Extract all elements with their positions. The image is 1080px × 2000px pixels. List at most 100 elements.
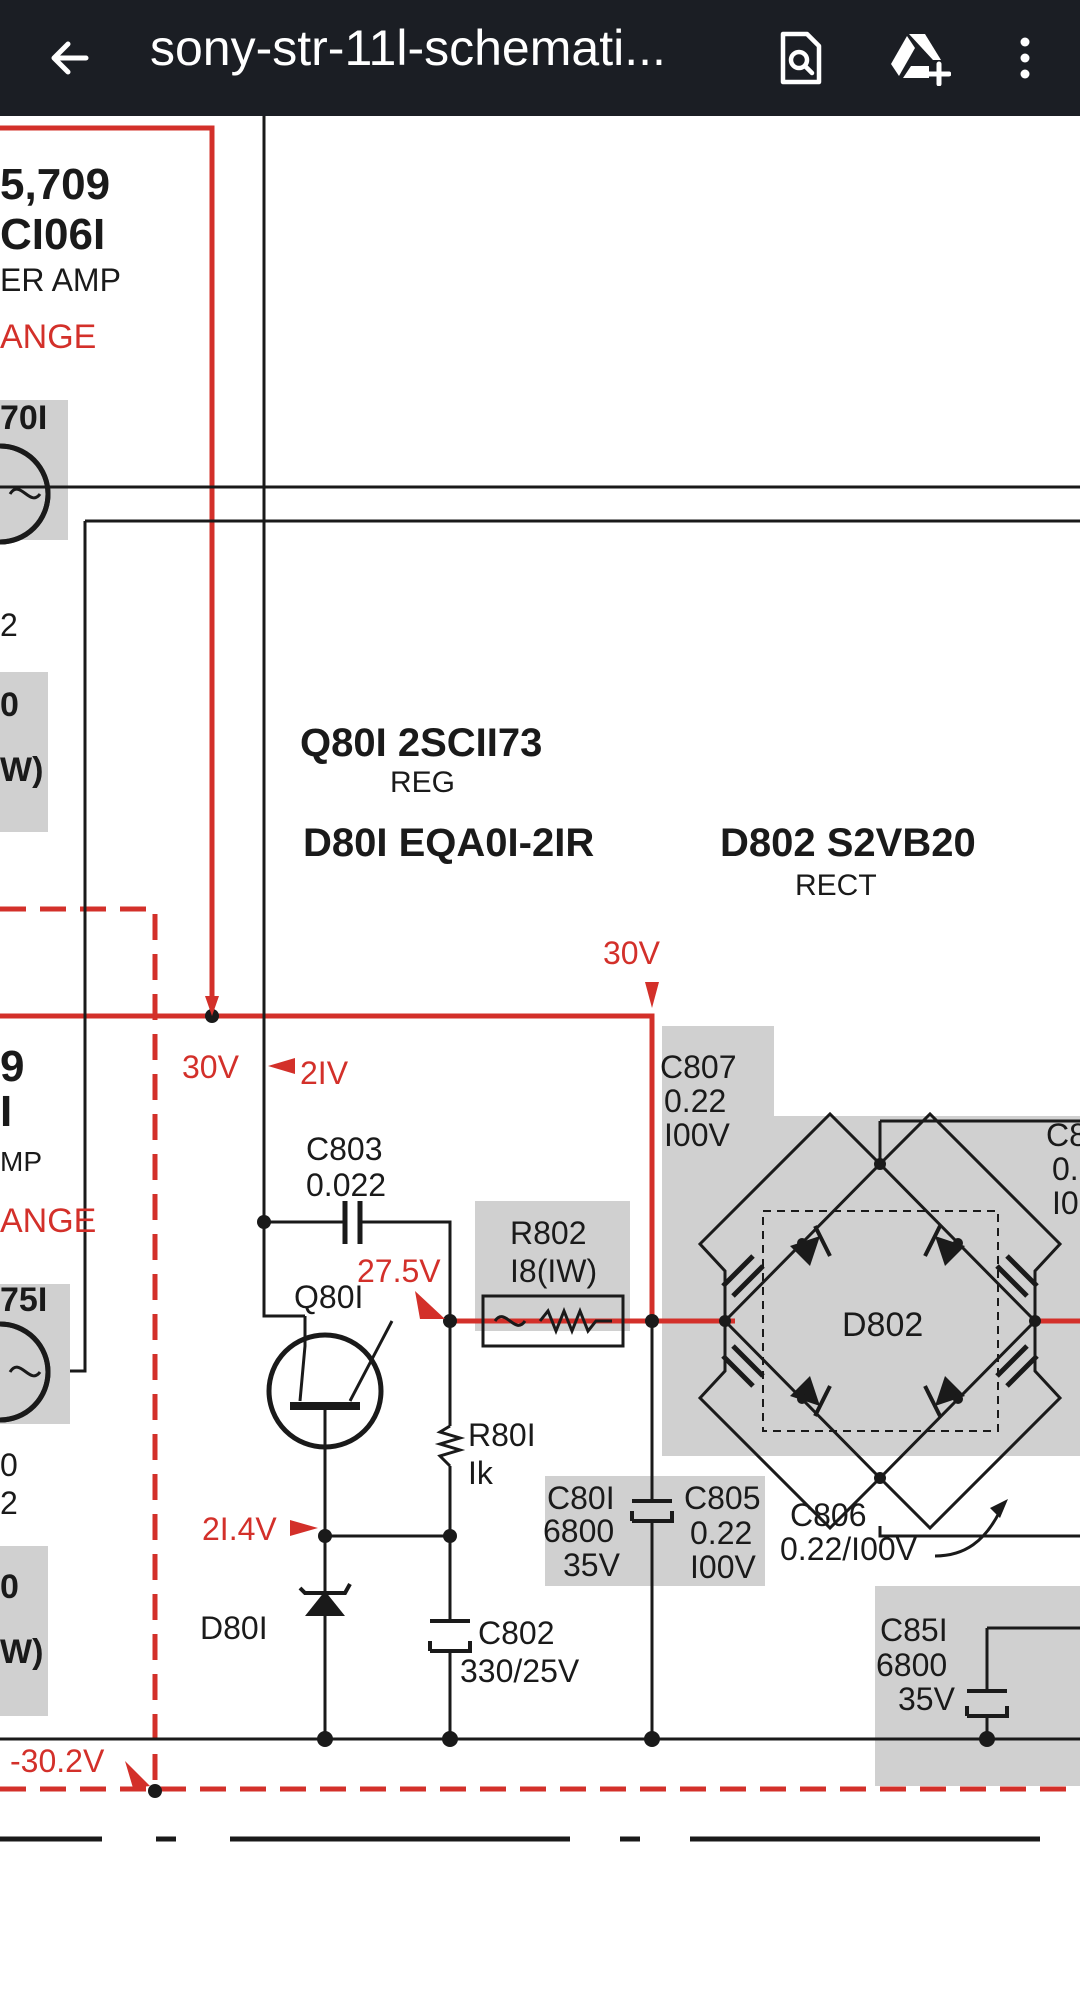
c805-label: C805 (684, 1480, 761, 1516)
junction (148, 1784, 162, 1798)
r801-value: Ik (468, 1455, 494, 1491)
c801-voltage: 35V (563, 1547, 621, 1583)
voltage-marker (290, 1520, 318, 1536)
voltage-marker (645, 982, 659, 1008)
left-label: 0 (0, 1447, 18, 1483)
c806-label: C806 (790, 1497, 867, 1533)
left-label: MP (0, 1146, 42, 1177)
c807-voltage: I00V (664, 1117, 730, 1153)
r801-label: R80I (468, 1417, 536, 1453)
voltage-marker (205, 996, 219, 1016)
r802-shade (475, 1201, 630, 1331)
left-label: 0 (0, 1568, 19, 1606)
c808-label-partial: C8 (1046, 1117, 1080, 1153)
junction (645, 1314, 659, 1328)
junction (443, 1529, 457, 1543)
voltage-marker (268, 1058, 295, 1074)
c805-value: 0.22 (690, 1515, 752, 1551)
d802-heading: D802 S2VB20 (720, 821, 976, 865)
c803-capacitor (342, 1201, 363, 1244)
add-to-drive-button[interactable] (880, 18, 960, 98)
document-viewer[interactable]: 5,709 CI06I ER AMP 70I 2 0 W) 9 I MP 75I… (0, 116, 1080, 2000)
voltage-marker (415, 1291, 445, 1319)
junction (644, 1731, 660, 1747)
document-title: sony-str-11l-schemati... (150, 20, 666, 76)
c803-wire (264, 1220, 452, 1321)
q801-heading: Q80I 2SCII73 (300, 721, 542, 765)
left-label-red: ANGE (0, 318, 96, 356)
c808-voltage-partial: I0 (1052, 1185, 1079, 1221)
shade-area (0, 1546, 48, 1716)
c806-value: 0.22/I00V (780, 1531, 918, 1567)
arrow-left-icon (51, 41, 89, 75)
shade-area (0, 400, 68, 540)
c807-value: 0.22 (664, 1083, 726, 1119)
d801-zener-diode (298, 1583, 352, 1616)
shade-area (0, 1284, 70, 1424)
c808-value-partial: 0. (1052, 1151, 1079, 1187)
c851-capacitor (965, 1689, 1009, 1718)
c801-shade (545, 1476, 765, 1586)
find-in-document-button[interactable] (760, 18, 840, 98)
junction (318, 1529, 332, 1543)
left-label: 9 (0, 1042, 24, 1091)
c802-value: 330/25V (460, 1653, 580, 1689)
c806-pointer-head (990, 1499, 1008, 1518)
red-wire (0, 125, 215, 1016)
voltage-label: -30.2V (10, 1743, 105, 1779)
d802-bridge-rectifier (697, 1111, 1063, 1531)
left-label: CI06I (0, 210, 105, 259)
partial-circle-1 (0, 443, 51, 545)
d801-heading: D80I EQA0I-2IR (303, 821, 594, 865)
left-label: W) (0, 751, 43, 789)
c803-value: 0.022 (306, 1167, 386, 1203)
left-label: 5,709 (0, 160, 110, 209)
schematic-page: 5,709 CI06I ER AMP 70I 2 0 W) 9 I MP 75I… (0, 116, 1080, 1842)
d802-subheading: RECT (795, 869, 877, 902)
c803-label: C803 (306, 1131, 383, 1167)
add-to-drive-icon (891, 34, 951, 86)
left-label: ER AMP (0, 262, 121, 298)
r802-resistor (481, 1294, 625, 1348)
red-dashed-wire (0, 906, 158, 1786)
left-label: 70I (0, 399, 47, 437)
junction (979, 1731, 995, 1747)
junction (442, 1731, 458, 1747)
wire (878, 1526, 1080, 1538)
left-label: W) (0, 1633, 43, 1671)
left-label: 2 (0, 607, 18, 643)
wire (70, 521, 87, 1373)
app-toolbar: sony-str-11l-schemati... (0, 0, 1080, 116)
d802-label: D802 (842, 1306, 923, 1344)
junction (317, 1731, 333, 1747)
left-label: 2 (0, 1485, 18, 1521)
c851-shade (875, 1586, 1080, 1786)
c801-capacitor (630, 1499, 674, 1523)
q801-subheading: REG (390, 766, 455, 799)
voltage-label: 30V (182, 1049, 240, 1085)
c851-voltage: 35V (898, 1681, 956, 1717)
d801-label: D80I (200, 1610, 268, 1646)
c802-label: C802 (478, 1615, 555, 1651)
c807-label: C807 (660, 1049, 737, 1085)
voltage-label: 30V (603, 935, 661, 971)
left-label-red: ANGE (0, 1202, 96, 1240)
voltage-label: 2I.4V (202, 1511, 277, 1547)
junction (257, 1215, 271, 1229)
wire (262, 116, 305, 1318)
more-options-icon (1020, 37, 1030, 79)
c851-label: C85I (880, 1612, 948, 1648)
q801-label: Q80I (294, 1279, 363, 1315)
r802-value: I8(IW) (510, 1253, 597, 1289)
left-label: 0 (0, 686, 19, 724)
junction (443, 1314, 457, 1328)
r801-resistor (434, 1424, 466, 1468)
c802-capacitor (428, 1619, 472, 1653)
c805-voltage: I00V (690, 1549, 756, 1585)
r802-label: R802 (510, 1215, 587, 1251)
more-options-button[interactable] (985, 18, 1065, 98)
c801-value: 6800 (543, 1513, 614, 1549)
partial-circle-2 (0, 1321, 51, 1423)
back-button[interactable] (30, 18, 110, 98)
shade-area (0, 672, 48, 832)
